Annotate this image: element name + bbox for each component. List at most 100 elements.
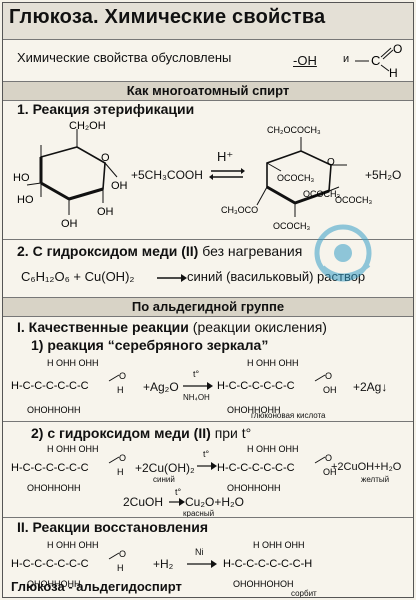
cuoh-decomposition: 2CuOH — [123, 495, 164, 509]
svg-text:H-C-C-C-C-C-C-H: H-C-C-C-C-C-C-H — [223, 558, 312, 570]
svg-text:H-C-C-C-C-C-C: H-C-C-C-C-C-C — [217, 380, 295, 392]
svg-text:OHOHHOHH: OHOHHOHH — [27, 579, 81, 589]
watermark-logo — [314, 224, 372, 282]
svg-text:H OHH OHH: H OHH OHH — [47, 540, 99, 550]
aldehyde-group-formula: C O H — [355, 42, 402, 80]
and-word: и — [343, 53, 350, 65]
svg-text:H OHH OHH: H OHH OHH — [253, 540, 305, 550]
ring-label-ch2oh: CH₂OH — [69, 120, 106, 132]
svg-text:H-C-C-C-C-C-C: H-C-C-C-C-C-C — [217, 462, 295, 474]
cuoh-products: +2CuOH+H₂O — [331, 461, 402, 473]
nickel-catalyst: Ni — [195, 547, 204, 557]
ring-label-o: O — [101, 152, 110, 164]
divider — [3, 421, 413, 422]
aldehyde-alcohol-label: Глюкоза - альдегидоспирт — [11, 579, 182, 594]
cuoh-cold-reactants: C₆H₁₂O₆ + Cu(OH)₂ — [21, 269, 135, 284]
glucose-open-chain: H OHH OHH H-C-C-C-C-C-C OHOHHOHH O H — [11, 444, 126, 493]
yellow-color-label: желтый — [361, 475, 390, 484]
acid-catalyst: H⁺ — [217, 149, 234, 164]
svg-text:H: H — [117, 385, 124, 395]
svg-text:O: O — [325, 453, 332, 463]
divider — [3, 517, 413, 518]
svg-text:OCOCH₃: OCOCH₃ — [277, 173, 314, 183]
svg-text:OH: OH — [323, 467, 337, 477]
glucose-ring-diagram: CH₂OH O HO OH HO OH OH — [13, 120, 128, 230]
reaction-arrow — [187, 560, 217, 568]
svg-text:OCOCH₃: OCOCH₃ — [273, 221, 310, 231]
svg-text:CH₂OCOCH₃: CH₂OCOCH₃ — [267, 125, 321, 135]
gluconic-acid-label: глюконовая кислота — [251, 411, 326, 420]
qualitative-title: I. Качественные реакции (реакции окислен… — [17, 319, 327, 335]
reaction-arrow — [157, 274, 187, 282]
heat-condition: t° — [193, 369, 200, 379]
svg-text:H-C-C-C-C-C-C: H-C-C-C-C-C-C — [11, 380, 89, 392]
section-band-alcohol: Как многоатомный спирт — [3, 81, 413, 101]
cuoh-cold-title: 2. С гидроксидом меди (II) без нагревани… — [17, 243, 303, 259]
svg-text:OH: OH — [323, 385, 337, 395]
section-band-aldehyde: По альдегидной группе — [3, 297, 413, 317]
cuoh-hot-title: 2) с гидроксидом меди (II) при t° — [31, 425, 252, 441]
svg-text:O: O — [119, 549, 126, 559]
sorbitol-label: сорбит — [291, 589, 317, 598]
svg-text:OH: OH — [97, 206, 114, 218]
reduction-title: II. Реакции восстановления — [17, 519, 208, 535]
svg-text:O: O — [325, 371, 332, 381]
svg-text:OHOHHOHOH: OHOHHOHOH — [233, 579, 294, 589]
reaction-arrow — [183, 382, 213, 390]
cuoh-reagent: +2Cu(OH)₂ — [135, 461, 195, 475]
svg-text:H OHH OHH: H OHH OHH — [247, 358, 299, 368]
svg-text:H: H — [389, 66, 398, 80]
svg-text:HO: HO — [17, 194, 34, 206]
blue-color-label: синий — [153, 475, 175, 484]
equilibrium-arrow — [209, 168, 245, 180]
svg-text:OCOCH₃: OCOCH₃ — [303, 189, 340, 199]
svg-text:H OHH OHH: H OHH OHH — [47, 444, 99, 454]
cuprous-oxide-product: Cu₂O+H₂O — [185, 495, 244, 509]
glucose-open-chain: H OHH OHH H-C-C-C-C-C-C OHOHHOHH O H — [11, 540, 126, 589]
silver-product: +2Ag↓ — [353, 380, 388, 394]
svg-text:H OHH OHH: H OHH OHH — [47, 358, 99, 368]
heat-condition: t° — [175, 487, 182, 497]
svg-text:O: O — [327, 157, 335, 168]
title-bar: Глюкоза. Химические свойства — [3, 3, 413, 40]
svg-text:H: H — [117, 563, 124, 573]
svg-text:H OHH OHH: H OHH OHH — [247, 444, 299, 454]
svg-text:OHOHHOHH: OHOHHOHH — [27, 483, 81, 493]
svg-text:HO: HO — [13, 172, 30, 184]
page-title: Глюкоза. Химические свойства — [9, 6, 326, 28]
heat-condition: t° — [203, 449, 210, 459]
intro-text: Химические свойства обусловлены — [17, 50, 232, 65]
svg-text:OHOHHOHH: OHOHHOHH — [227, 405, 281, 415]
red-color-label: красный — [183, 509, 215, 518]
silver-oxide-reagent: +Ag₂O — [143, 380, 179, 394]
svg-text:O: O — [393, 42, 402, 56]
svg-text:OH: OH — [61, 218, 78, 230]
svg-text:OHOHHOHH: OHOHHOHH — [27, 405, 81, 415]
divider — [3, 239, 413, 240]
svg-text:H: H — [117, 467, 124, 477]
gluconic-acid-chain: H OHH OHH H-C-C-C-C-C-C OHOHHOHH O OH — [217, 358, 337, 415]
glucose-open-chain: H OHH OHH H-C-C-C-C-C-C OHOHHOHH O H — [11, 358, 126, 415]
ammonia-condition: NH₄OH — [183, 393, 210, 402]
gluconic-acid-chain: H OHH OHH H-C-C-C-C-C-C OHOHHOHH O OH — [217, 444, 337, 493]
sorbitol-chain: H OHH OHH H-C-C-C-C-C-C-H OHOHHOHOH — [223, 540, 312, 589]
svg-text:O: O — [119, 453, 126, 463]
esterification-title: 1. Реакция этерификации — [17, 101, 195, 117]
svg-text:OH: OH — [111, 180, 128, 192]
glucose-pentaacetate-diagram: CH₂OCOCH₃ O OCOCH₃ OCOCH₃ CH₃OCO OCOCH₃ … — [221, 125, 372, 231]
esterification-reagent: +5CH₃COOH — [131, 168, 203, 182]
svg-text:CH₃OCO: CH₃OCO — [221, 205, 258, 215]
esterification-water: +5H₂O — [365, 168, 402, 182]
svg-text:OHOHHOHH: OHOHHOHH — [227, 483, 281, 493]
hydrogen-reagent: +H₂ — [153, 557, 174, 571]
cuoh-cold-product: синий (васильковый) раствор — [187, 269, 366, 284]
hydroxyl-group: -OH — [293, 53, 317, 68]
svg-text:OCOCH₃: OCOCH₃ — [335, 195, 372, 205]
reaction-arrow — [169, 498, 185, 506]
svg-text:C: C — [371, 53, 380, 68]
svg-text:H-C-C-C-C-C-C: H-C-C-C-C-C-C — [11, 558, 89, 570]
silver-mirror-title: 1) реакция “серебряного зеркала” — [31, 337, 269, 353]
svg-text:H-C-C-C-C-C-C: H-C-C-C-C-C-C — [11, 462, 89, 474]
svg-text:O: O — [119, 371, 126, 381]
